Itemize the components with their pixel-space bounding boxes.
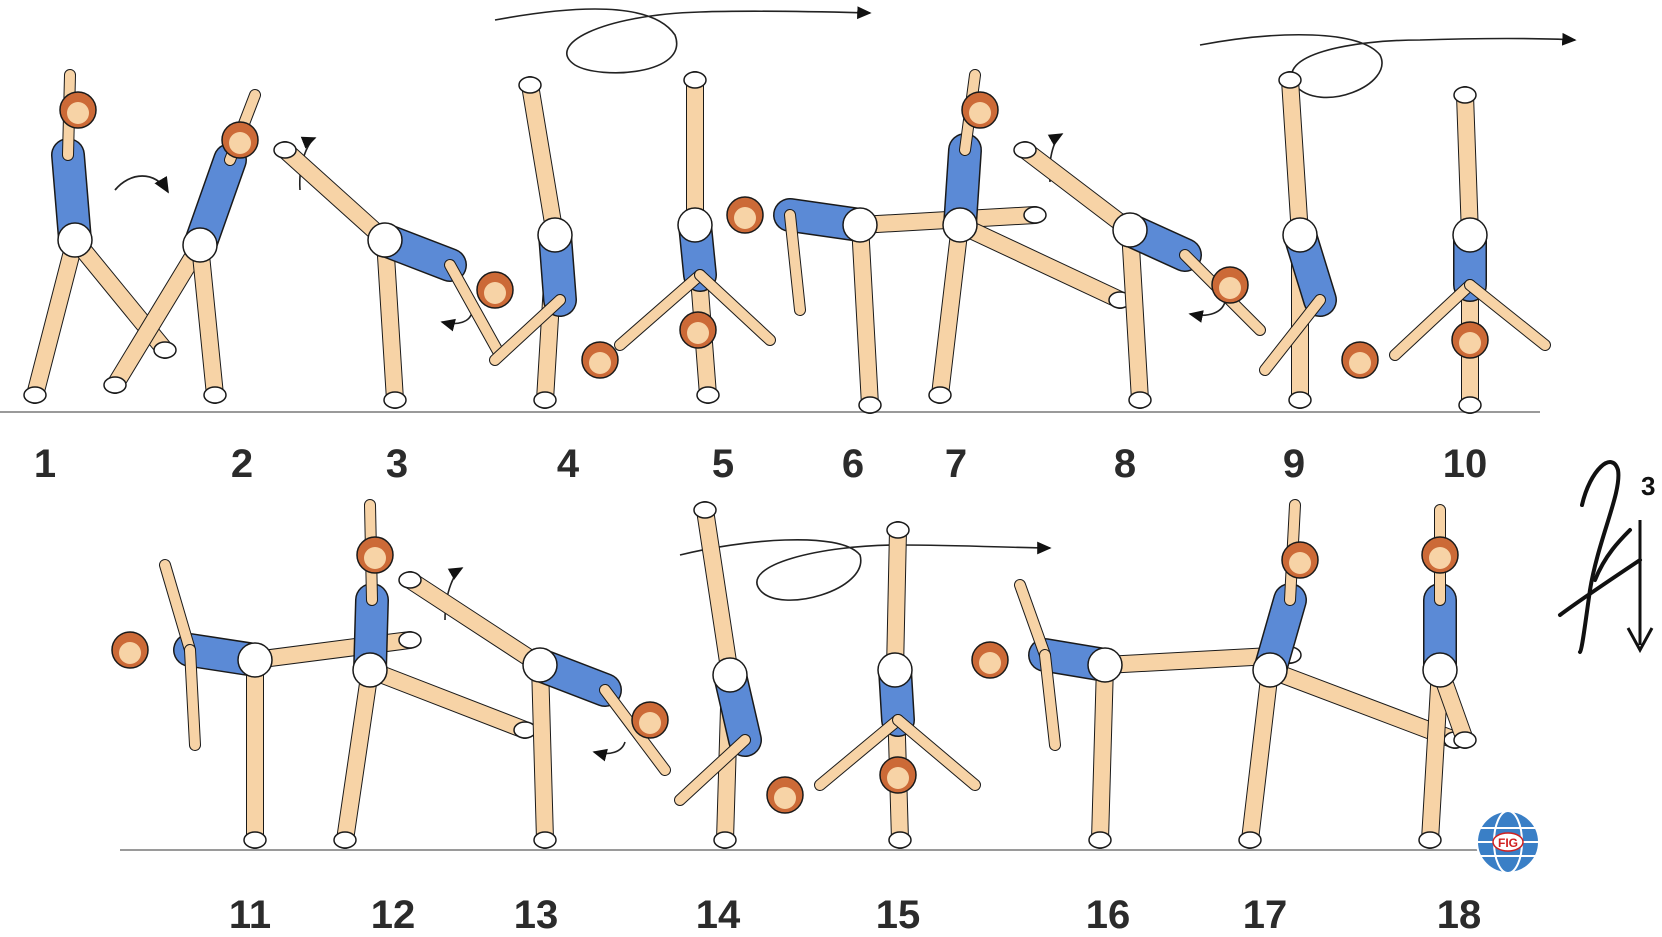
figure-number: 3 (385, 442, 409, 486)
figure-number: 13 (513, 893, 559, 937)
trajectory-arrow (494, 6, 872, 74)
gymnast-figures (23, 69, 1551, 849)
figure-number: 2 (230, 442, 254, 486)
figure-number: 7 (944, 442, 968, 486)
gymnast-figure (726, 196, 1047, 414)
fig-logo-text: FIG (1498, 836, 1518, 850)
gymnast-figure (614, 71, 776, 404)
rotation-arrow (440, 311, 473, 332)
rotation-arrow (592, 741, 626, 762)
gymnast-figure (398, 571, 671, 849)
rotation-arrow (1188, 301, 1226, 323)
figure-number: 15 (875, 893, 921, 937)
gymnast-figure (1259, 71, 1379, 409)
gymnast-figure (1418, 504, 1477, 849)
gymnast-figure (814, 521, 981, 849)
figure-number: 6 (841, 442, 865, 486)
figure-number: 5 (711, 442, 735, 486)
trajectory-arrow (1199, 32, 1577, 99)
gymnast-figure (333, 499, 537, 849)
difficulty-symbol-icon (1558, 460, 1654, 654)
gymnast-figure (23, 69, 177, 404)
figure-number: 18 (1436, 893, 1482, 937)
figure-number: 10 (1442, 442, 1488, 486)
figure-number: 4 (556, 442, 580, 486)
gymnast-figure (273, 141, 514, 409)
figure-number: 11 (228, 893, 272, 937)
rotation-arrow (299, 136, 317, 191)
figure-number: 17 (1242, 893, 1288, 937)
gymnast-figure (928, 69, 1132, 404)
gymnast-figure (1013, 141, 1266, 409)
figure-number: 12 (370, 893, 416, 937)
symbol-superscript: 3 (1641, 471, 1656, 501)
gymnast-figure (103, 89, 261, 404)
figure-number: 16 (1085, 893, 1131, 937)
fig-globe-logo-icon: FIG (1476, 810, 1540, 874)
figure-number: 9 (1282, 442, 1306, 486)
gymnast-figure (1389, 86, 1551, 414)
figure-number: 14 (695, 893, 741, 937)
rotation-arrow (114, 175, 169, 194)
gymnast-figure (1238, 499, 1467, 849)
gymnast-figure (674, 501, 804, 849)
figure-number: 8 (1113, 442, 1137, 486)
gymnast-figure (489, 76, 619, 409)
figure-number: 1 (33, 442, 57, 486)
gymnast-figure (111, 559, 422, 849)
trajectory-arrow (679, 538, 1052, 601)
